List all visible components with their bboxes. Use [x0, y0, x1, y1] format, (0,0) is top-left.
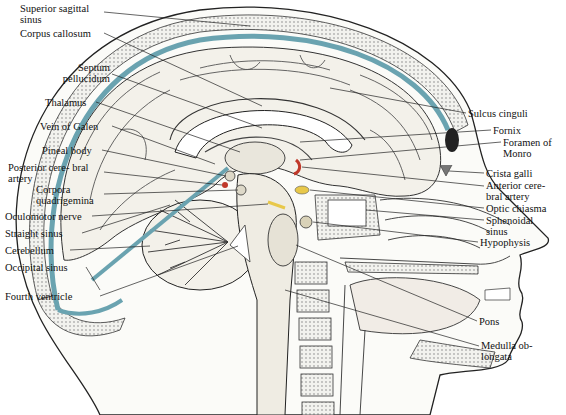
part-label: Septum pellucidum: [50, 62, 110, 84]
part-label: Straight sinus: [5, 228, 83, 239]
part-label: Fornix: [493, 125, 543, 136]
part-label: Sphenoidal sinus: [486, 215, 550, 237]
part-label: Pineal body: [42, 145, 102, 156]
part-label: Pons: [479, 316, 519, 327]
part-label: Oculomotor nerve: [5, 211, 93, 222]
part-label: Corpora quadrigemina: [36, 184, 102, 206]
part-label: Superior sagittal sinus: [20, 3, 102, 25]
part-label: Anterior cere- bral artery: [486, 180, 560, 202]
part-label: Corpus callosum: [20, 28, 104, 39]
part-label: Occipital sinus: [5, 262, 85, 273]
part-label: Sulcus cinguli: [468, 108, 560, 119]
part-label: Optic chiasma: [486, 203, 562, 214]
part-label: Hypophysis: [480, 237, 550, 248]
part-label: Foramen of Monro: [503, 137, 563, 159]
part-label: Posterior cere- bral artery: [8, 162, 102, 184]
part-label: Vein of Galen: [40, 121, 112, 132]
part-label: Cerebellum: [5, 245, 69, 256]
part-label: Medulla ob- longata: [481, 340, 549, 362]
part-label: Fourth ventricle: [5, 291, 99, 302]
part-label: Crista galli: [486, 168, 556, 179]
part-label: Thalamus: [45, 97, 95, 108]
